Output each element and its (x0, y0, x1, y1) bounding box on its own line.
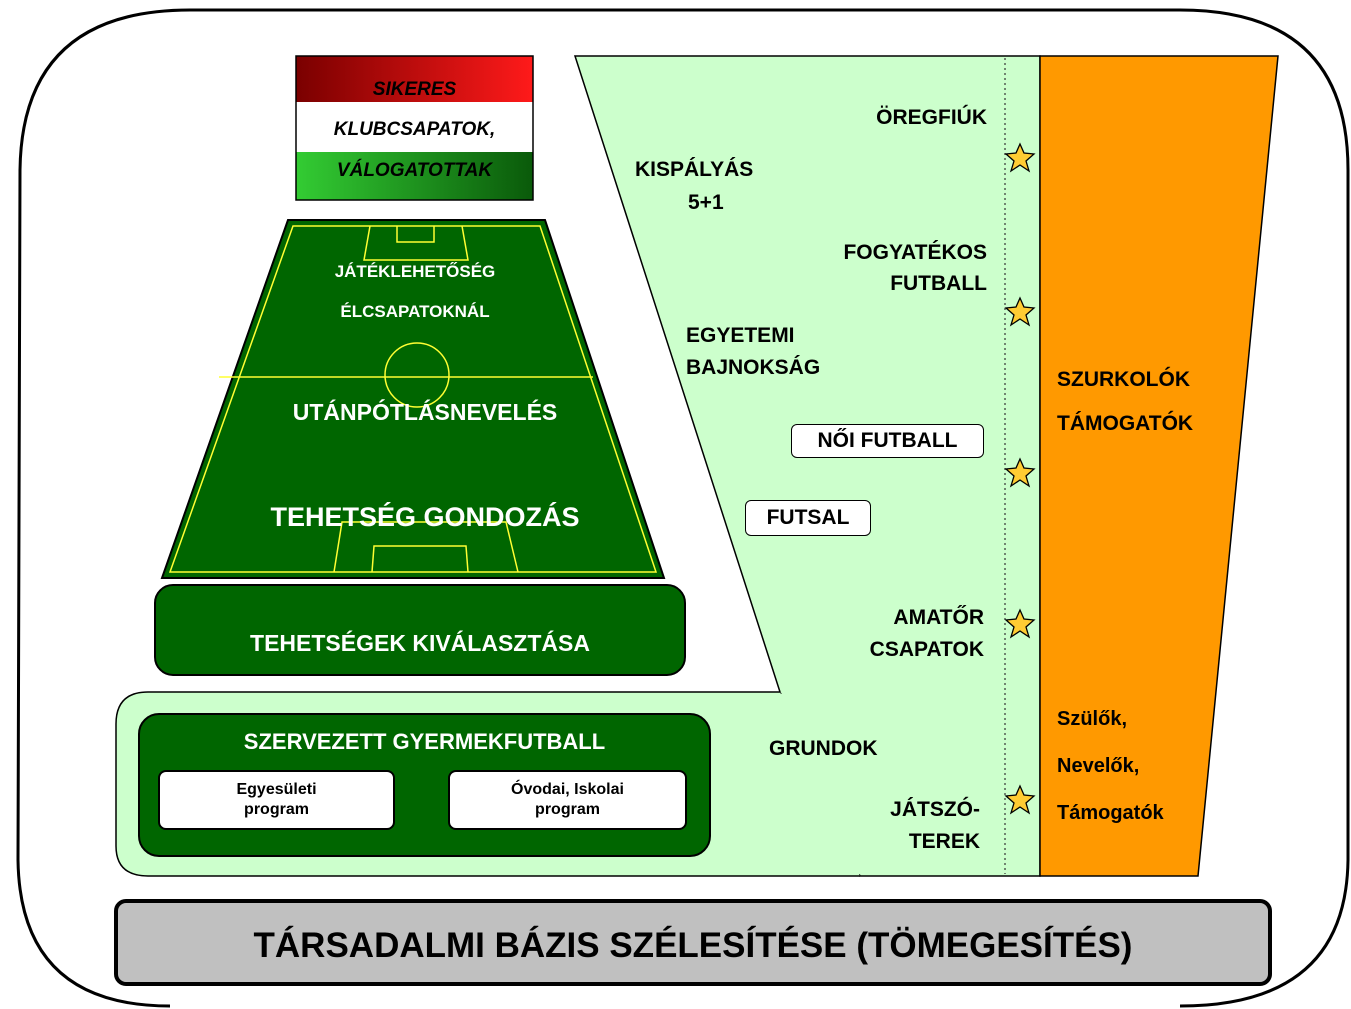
parents-line-2: Nevelők, (1057, 755, 1140, 777)
label-egyetemi-line-1: EGYETEMI (686, 324, 795, 347)
supporters-line-1: SZURKOLÓK (1057, 368, 1190, 391)
football-field (160, 219, 666, 579)
label-oregfiuk: ÖREGFIÚK (876, 106, 987, 129)
field-top-line-2: ÉLCSAPATOKNÁL (340, 302, 490, 321)
banner-text: TÁRSADALMI BÁZIS SZÉLESÍTÉSE (TÖMEGESÍTÉ… (253, 926, 1133, 965)
label-grundok: GRUNDOK (769, 737, 878, 760)
selection-panel (154, 584, 686, 676)
flag-green-stripe (296, 152, 533, 200)
star-icon (1004, 142, 1036, 173)
program-club-line-1: Egyesületi (236, 781, 317, 798)
label-jatszo-line-1: JÁTSZÓ- (890, 798, 980, 821)
flag-red-stripe (296, 56, 533, 102)
program-school-line-1: Óvodai, Iskolai (511, 781, 624, 798)
flag-white-stripe (296, 102, 533, 152)
field-markings (168, 225, 658, 573)
selection-label: TEHETSÉGEK KIVÁLASZTÁSA (250, 630, 590, 656)
banner-box (114, 899, 1272, 986)
star-icon (1004, 608, 1036, 639)
flag-line-1: SIKERES (372, 79, 457, 100)
label-kispalyas-line-1: KISPÁLYÁS (635, 158, 754, 181)
label-fogyatekos-line-2: FUTBALL (890, 272, 987, 295)
parents-line-1: Szülők, (1057, 708, 1128, 730)
flag-line-3: VÁLOGATOTTAK (336, 160, 493, 181)
kids-football-title: SZERVEZETT GYERMEKFUTBALL (243, 729, 606, 754)
field-bottom-label: TEHETSÉG GONDOZÁS (270, 502, 580, 532)
label-amator-line-1: AMATŐR (893, 606, 984, 629)
label-kispalyas-line-2: 5+1 (688, 191, 724, 214)
field-mid-label: UTÁNPÓTLÁSNEVELÉS (292, 399, 558, 425)
program-school-line-2: program (535, 801, 600, 818)
supporters-line-2: TÁMOGATÓK (1057, 412, 1194, 435)
field-top-line-1: JÁTÉKLEHETŐSÉG (334, 262, 496, 281)
flag-line-2: KLUBCSAPATOK, (333, 119, 496, 140)
label-jatszo-line-2: TEREK (908, 830, 980, 853)
label-futsal: FUTSAL (745, 500, 871, 536)
program-club-box: Egyesületi program (158, 770, 395, 830)
activities-wedge (573, 55, 1041, 877)
label-egyetemi-line-2: BAJNOKSÁG (686, 356, 821, 379)
star-icon (1004, 296, 1036, 327)
label-fogyatekos-line-1: FOGYATÉKOS (843, 241, 987, 264)
label-noi-futball: NŐI FUTBALL (791, 424, 984, 458)
label-amator-line-2: CSAPATOK (869, 638, 984, 661)
star-icons (1004, 142, 1036, 815)
star-icon (1004, 784, 1036, 815)
parents-line-3: Támogatók (1057, 802, 1164, 824)
program-club-line-2: program (244, 801, 309, 818)
flag-border (295, 55, 534, 201)
program-school-box: Óvodai, Iskolai program (448, 770, 687, 830)
outer-frame (16, 8, 1350, 1008)
star-icon (1004, 457, 1036, 488)
supporters-column (1039, 55, 1279, 877)
